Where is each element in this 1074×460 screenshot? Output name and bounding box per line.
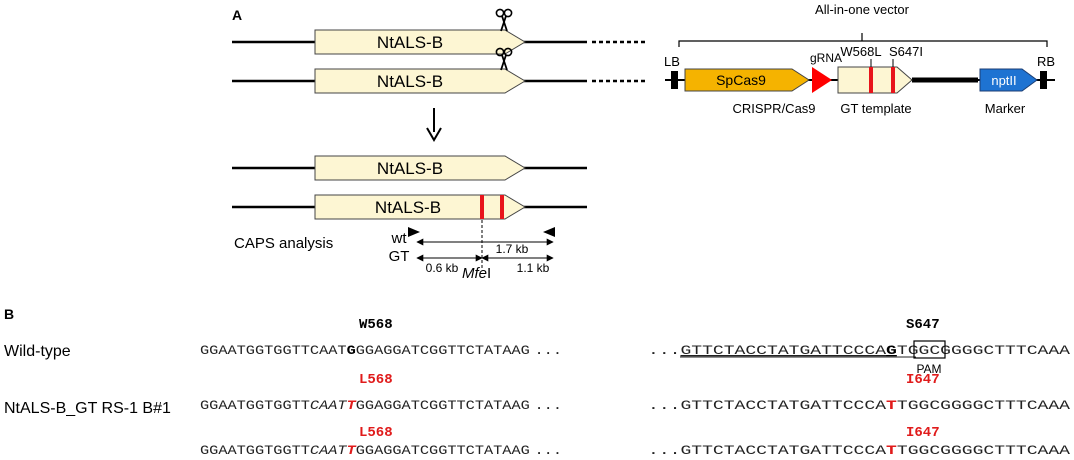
pam-box: [913, 340, 946, 359]
lb-label: LB: [664, 54, 680, 69]
i647-label: I647: [906, 372, 940, 388]
pam-label: PAM: [916, 362, 941, 376]
l568-label: L568: [359, 425, 393, 441]
size-0.6kb: 0.6 kb: [426, 261, 459, 275]
gt-row-label: NtALS-B_GT RS-1 B#1: [4, 400, 171, 417]
nptii-arrow: [979, 68, 1038, 92]
lb-border: [671, 71, 678, 89]
gene-label: NtALS-B: [377, 33, 443, 52]
locus-gt: NtALS-B: [232, 194, 587, 220]
vector-brace: [678, 40, 1048, 47]
gene-label: NtALS-B: [375, 198, 441, 217]
mutation-mark: [869, 67, 873, 93]
gene-arrow: [314, 68, 526, 94]
spcas9-label: SpCas9: [716, 72, 766, 88]
locus-1: NtALS-B: [232, 29, 645, 55]
rb-label: RB: [1037, 54, 1055, 69]
mutation-mark: [891, 67, 895, 93]
wt-row-label: Wild-type: [4, 343, 71, 360]
down-arrow-icon: [426, 108, 442, 142]
gene-label: NtALS-B: [377, 72, 443, 91]
grna-arrow: [812, 67, 832, 93]
rb-border: [1040, 71, 1047, 89]
panel-a-label: A: [232, 7, 242, 23]
locus-wt: NtALS-B: [232, 155, 587, 181]
size-1.7kb: 1.7 kb: [496, 242, 529, 256]
vector-title: All-in-one vector: [815, 2, 910, 17]
scissors-icon: [495, 8, 513, 32]
mutation-mark: [480, 195, 484, 219]
panel-b-label: B: [4, 306, 14, 322]
gene-arrow: [314, 29, 526, 55]
spcas9-arrow: [684, 68, 810, 92]
crispr-label: CRISPR/Cas9: [732, 101, 815, 116]
primer-forward: [408, 227, 420, 237]
gt-template-label: GT template: [840, 101, 911, 116]
gene-arrow: [314, 155, 526, 181]
wt-label: wt: [391, 230, 408, 247]
s647i-label: S647I: [889, 44, 923, 59]
grna-label: gRNA: [810, 51, 842, 65]
size-1.1kb: 1.1 kb: [517, 261, 550, 275]
w568-label: W568: [359, 317, 393, 333]
locus-2: NtALS-B: [232, 68, 645, 94]
scissors-icon: [495, 47, 513, 71]
s647-label: S647: [906, 317, 940, 333]
i647-label: I647: [906, 425, 940, 441]
mfei-label: MfeI: [462, 265, 491, 282]
marker-label: Marker: [985, 101, 1026, 116]
caps-analysis-label: CAPS analysis: [234, 235, 333, 252]
gene-arrow: [314, 194, 526, 220]
mutation-mark: [500, 195, 504, 219]
w568l-label: W568L: [840, 44, 881, 59]
nptii-label: nptII: [991, 73, 1016, 88]
primer-reverse: [543, 227, 555, 237]
gene-label: NtALS-B: [377, 159, 443, 178]
l568-label: L568: [359, 372, 393, 388]
gt-template-arrow: [837, 66, 913, 94]
gt-label: GT: [389, 248, 410, 265]
